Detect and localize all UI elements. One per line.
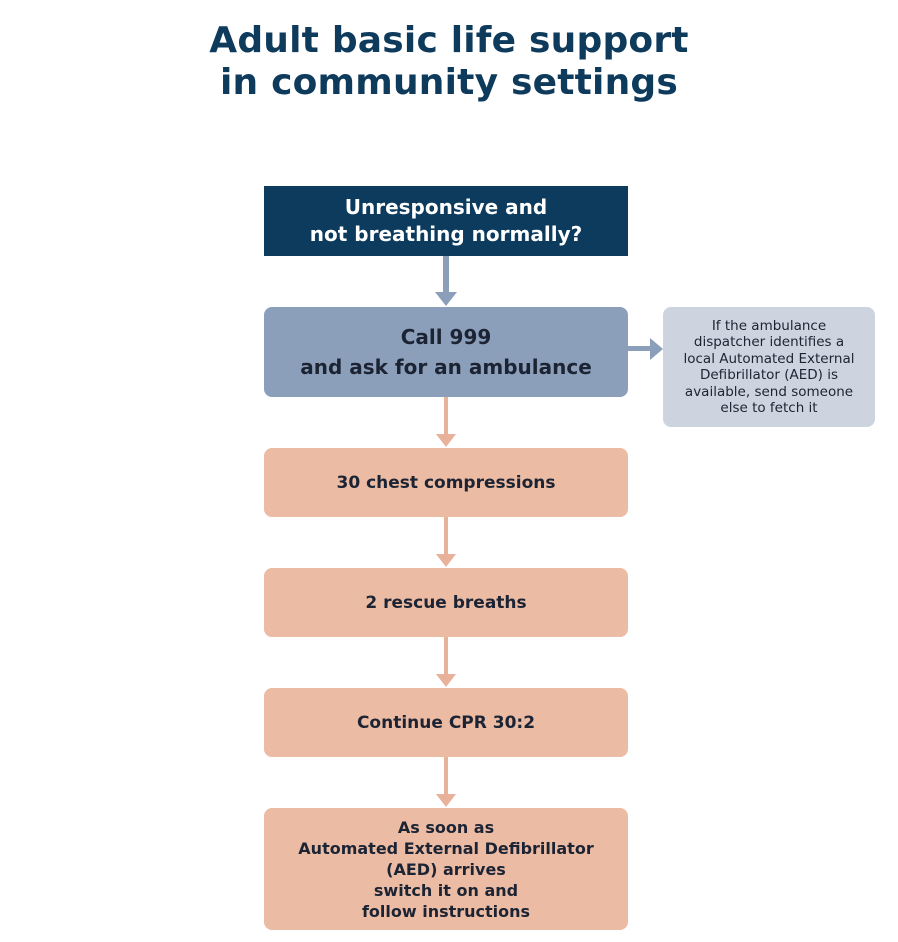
arrow-call-to-compressions [436, 397, 456, 447]
step-rescue-breaths: 2 rescue breaths [264, 568, 628, 637]
step-text-line: Continue CPR 30:2 [356, 712, 536, 733]
arrow-call-to-side-note [628, 338, 663, 360]
arrow-start-to-call [435, 256, 457, 306]
page-title: Adult basic life support in community se… [0, 20, 898, 104]
aed-side-note: If the ambulance dispatcher identifies a… [663, 307, 875, 427]
step-text-line: (AED) arrives [386, 859, 506, 879]
note-text-line: Defibrillator (AED) is [699, 367, 838, 383]
step-unresponsive: Unresponsive and not breathing normally? [264, 186, 628, 256]
step-text-line: 2 rescue breaths [365, 592, 527, 613]
arrow-breaths-to-continue [436, 637, 456, 687]
step-text-line: Unresponsive and [344, 195, 548, 219]
step-text-line: Automated External Defibrillator [298, 838, 594, 858]
step-chest-compressions: 30 chest compressions [264, 448, 628, 517]
note-text-line: If the ambulance [711, 317, 827, 334]
note-text-line: else to fetch it [720, 400, 818, 416]
note-text-line: dispatcher identifies a [693, 334, 845, 350]
arrow-compressions-to-breaths [436, 517, 456, 567]
step-aed-arrives: As soon as Automated External Defibrilla… [264, 808, 628, 930]
step-text-line: As soon as [397, 817, 495, 837]
step-call-999: Call 999 and ask for an ambulance [264, 307, 628, 397]
step-continue-cpr: Continue CPR 30:2 [264, 688, 628, 757]
note-text-line: available, send someone [684, 383, 854, 400]
step-text-line: and ask for an ambulance [300, 355, 592, 379]
step-text-line: Call 999 [400, 325, 492, 349]
step-text-line: follow instructions [361, 901, 531, 921]
step-text-line: switch it on and [373, 880, 519, 900]
step-text-line: 30 chest compressions [336, 472, 556, 493]
arrow-continue-to-aed [436, 757, 456, 807]
step-text-line: not breathing normally? [309, 222, 583, 246]
note-text-line: local Automated External [683, 350, 855, 367]
title-line-2: in community settings [219, 62, 679, 103]
title-line-1: Adult basic life support [209, 20, 689, 61]
